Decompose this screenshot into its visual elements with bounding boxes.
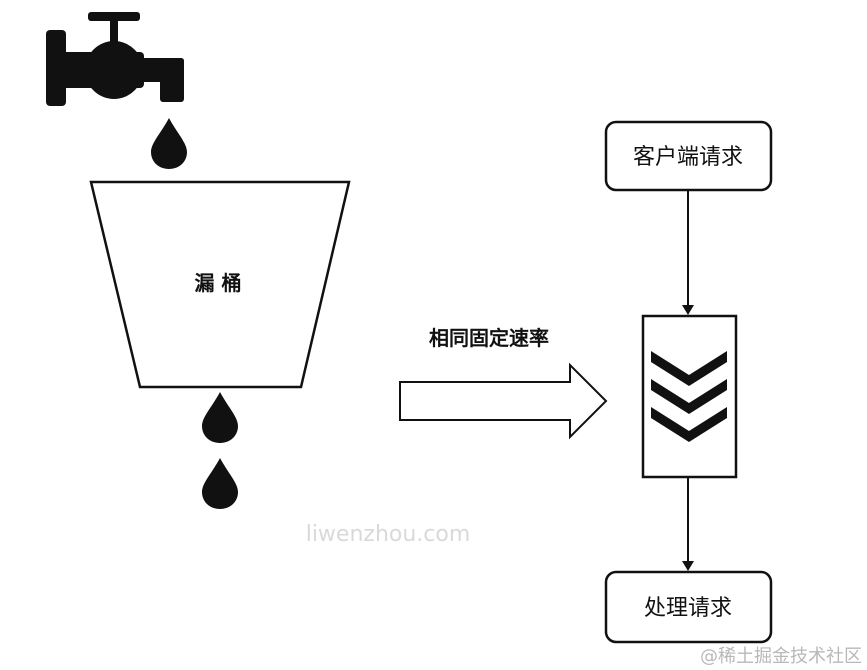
- watermark-text: liwenzhou.com: [306, 522, 471, 547]
- faucet-icon: [46, 12, 184, 106]
- credit-text: @稀土掘金技术社区: [700, 646, 862, 667]
- process-request-label: 处理请求: [644, 596, 732, 621]
- client-request-box: [604, 120, 773, 192]
- rate-label: 相同固定速率: [429, 326, 549, 350]
- water-drop-icon: [151, 118, 187, 169]
- arrow-down-icon: [682, 305, 694, 315]
- chevron-down-icon: [651, 351, 727, 442]
- process-request-box: [604, 570, 773, 644]
- queue-box: [641, 314, 738, 479]
- bucket-label: 漏 桶: [195, 271, 242, 295]
- water-drop-icon: [202, 458, 238, 509]
- arrow-down-icon: [682, 561, 694, 571]
- water-drop-icon: [202, 392, 238, 443]
- arrow-right-icon: [399, 362, 608, 440]
- bucket-shape: [89, 180, 351, 389]
- client-request-label: 客户端请求: [633, 145, 743, 170]
